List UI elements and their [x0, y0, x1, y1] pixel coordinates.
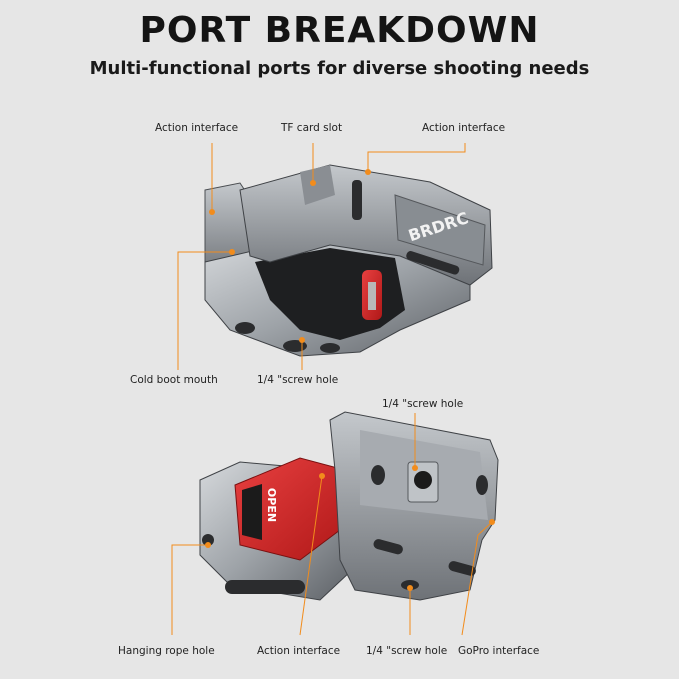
callout-screw-hole-upper: 1/4 "screw hole: [382, 398, 464, 410]
callout-cold-boot-mouth: Cold boot mouth: [130, 374, 218, 386]
page-subtitle: Multi-functional ports for diverse shoot…: [89, 58, 590, 79]
top-mount: [204, 164, 493, 357]
callout-screw-hole-top-product: 1/4 "screw hole: [257, 374, 339, 386]
callout-gopro-interface: GoPro interface: [458, 645, 540, 657]
open-lever-text: OPEN: [265, 488, 278, 522]
callout-dots: [205, 169, 495, 591]
bottom-mount: [199, 411, 499, 601]
callout-tf-card-slot: TF card slot: [281, 122, 343, 134]
page-title: PORT BREAKDOWN: [139, 10, 540, 51]
callout-hanging-rope-hole: Hanging rope hole: [118, 645, 215, 657]
callout-screw-hole-lower: 1/4 "screw hole: [366, 645, 448, 657]
callout-lines: [171, 143, 493, 636]
callout-action-interface-left: Action interface: [155, 122, 239, 134]
callout-action-interface-bottom: Action interface: [257, 645, 341, 657]
callout-action-interface-right: Action interface: [422, 122, 506, 134]
